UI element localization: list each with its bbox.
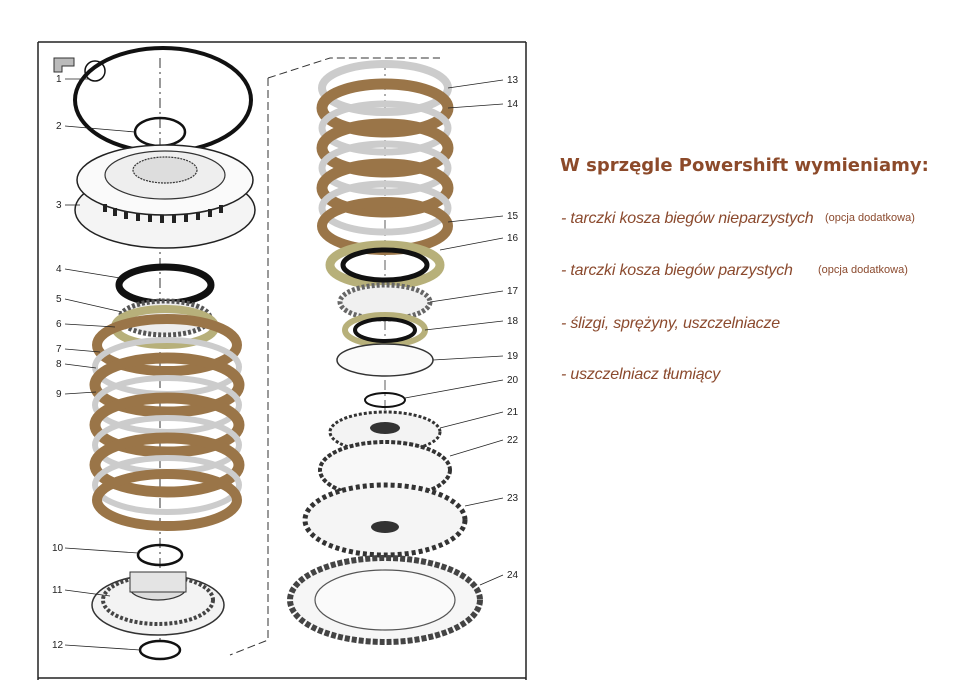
part-number-21: 21: [507, 407, 519, 418]
part-number-7: 7: [56, 344, 62, 355]
item-damper-seal: - uszczelniacz tłumiący: [561, 366, 721, 383]
item-slides-springs-seals: - ślizgi, sprężyny, uszczelniacze: [561, 315, 780, 332]
part-number-10: 10: [52, 543, 64, 554]
part-number-23: 23: [507, 493, 519, 504]
panel-heading: W sprzęgle Powershift wymieniamy:: [560, 155, 929, 176]
part-number-5: 5: [56, 294, 62, 305]
part-number-12: 12: [52, 640, 64, 651]
part-number-8: 8: [56, 359, 62, 370]
part-number-2: 2: [56, 121, 62, 132]
part-number-14: 14: [507, 99, 519, 110]
part-number-24: 24: [507, 570, 519, 581]
part-number-20: 20: [507, 375, 519, 386]
part-number-17: 17: [507, 286, 519, 297]
part-number-1: 1: [56, 74, 62, 85]
part-number-6: 6: [56, 319, 62, 330]
item-even-gear-plates-note: (opcja dodatkowa): [818, 264, 908, 276]
part-number-15: 15: [507, 211, 519, 222]
item-odd-gear-plates: - tarczki kosza biegów nieparzystych: [561, 210, 814, 227]
part-number-19: 19: [507, 351, 519, 362]
part-number-3: 3: [56, 200, 62, 211]
part-number-22: 22: [507, 435, 519, 446]
item-even-gear-plates: - tarczki kosza biegów parzystych: [561, 262, 793, 279]
part-number-9: 9: [56, 389, 62, 400]
part-number-11: 11: [52, 585, 63, 596]
part-number-16: 16: [507, 233, 519, 244]
part-number-18: 18: [507, 316, 519, 327]
part-number-13: 13: [507, 75, 519, 86]
item-odd-gear-plates-note: (opcja dodatkowa): [825, 212, 915, 224]
part-number-4: 4: [56, 264, 62, 275]
